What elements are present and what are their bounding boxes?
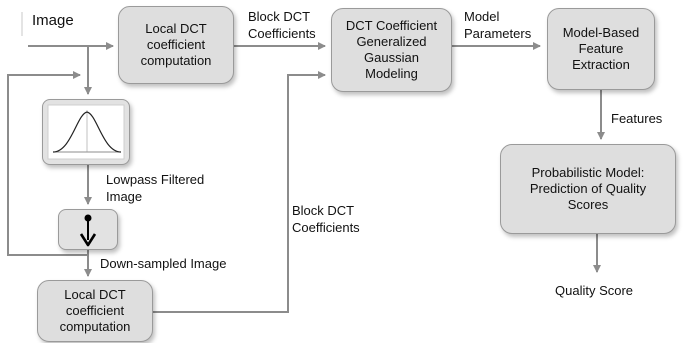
local-dct-box-top: Local DCT coefficient computation (118, 6, 234, 84)
local-dct-box-bottom: Local DCT coefficient computation (37, 280, 153, 342)
downsample-arrow-icon (58, 209, 118, 250)
model-parameters-label: Model Parameters (464, 9, 532, 41)
ggd-modeling-box: DCT Coefficient Generalized Gaussian Mod… (331, 8, 452, 92)
feature-extraction-box: Model-Based Feature Extraction (547, 8, 655, 90)
probabilistic-model-box: Probabilistic Model: Prediction of Quali… (500, 144, 676, 234)
image-label: Image (32, 12, 74, 29)
quality-score-label: Quality Score (555, 283, 634, 298)
block-dct-bottom-label: Block DCT Coefficients (292, 203, 360, 235)
feedback-loop-arrow (7, 71, 88, 256)
block-dct-top-label: Block DCT Coefficients (248, 9, 316, 41)
arrow-bottom-dct-to-ggd (153, 71, 326, 313)
downsampled-label: Down-sampled Image (100, 256, 227, 271)
features-label: Features (611, 111, 663, 126)
lowpass-label: Lowpass Filtered Image (106, 172, 205, 204)
gaussian-curve-icon (42, 99, 130, 165)
